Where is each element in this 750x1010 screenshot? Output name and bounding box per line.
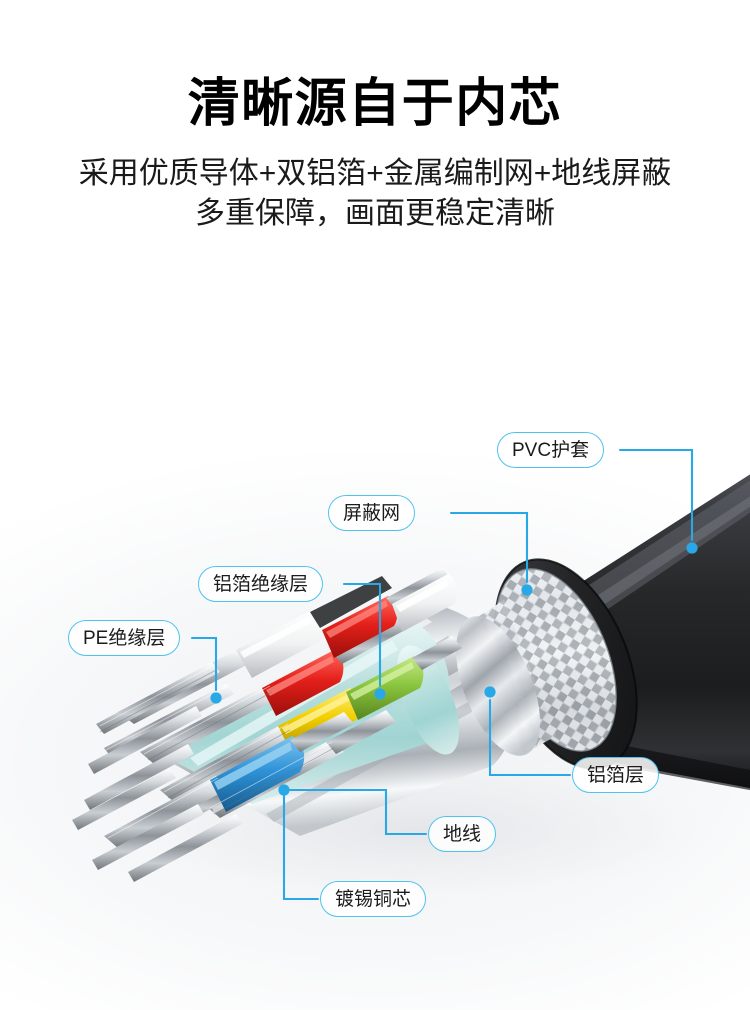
callout-foil-layer: 铝箔层 [572,757,660,793]
subtitle-line-2: 多重保障，画面更稳定清晰 [195,197,555,231]
callout-foil-insulation: 铝箔绝缘层 [198,566,324,602]
callout-braid-shield: 屏蔽网 [328,495,416,531]
header-block: 清晰源自于内芯 采用优质导体+双铝箔+金属编制网+地线屏蔽 多重保障，画面更稳定… [0,0,750,234]
wire-blue [104,712,354,848]
page-title: 清晰源自于内芯 [187,75,563,133]
callout-pe-insulation: PE绝缘层 [68,620,181,656]
callout-pvc-jacket: PVC护套 [497,432,605,468]
subtitle-line-1: 采用优质导体+双铝箔+金属编制网+地线屏蔽 [78,157,672,191]
callout-ground-wire: 地线 [428,816,497,852]
strand-texture-dark [99,669,335,815]
wire-white-upper-right [392,574,458,632]
loose-strands-lower [72,744,242,882]
wire-green [346,636,462,720]
loose-strands-upper [88,662,234,774]
strand-texture [99,663,333,839]
callout-tinned-core: 镀锡铜芯 [320,881,427,917]
